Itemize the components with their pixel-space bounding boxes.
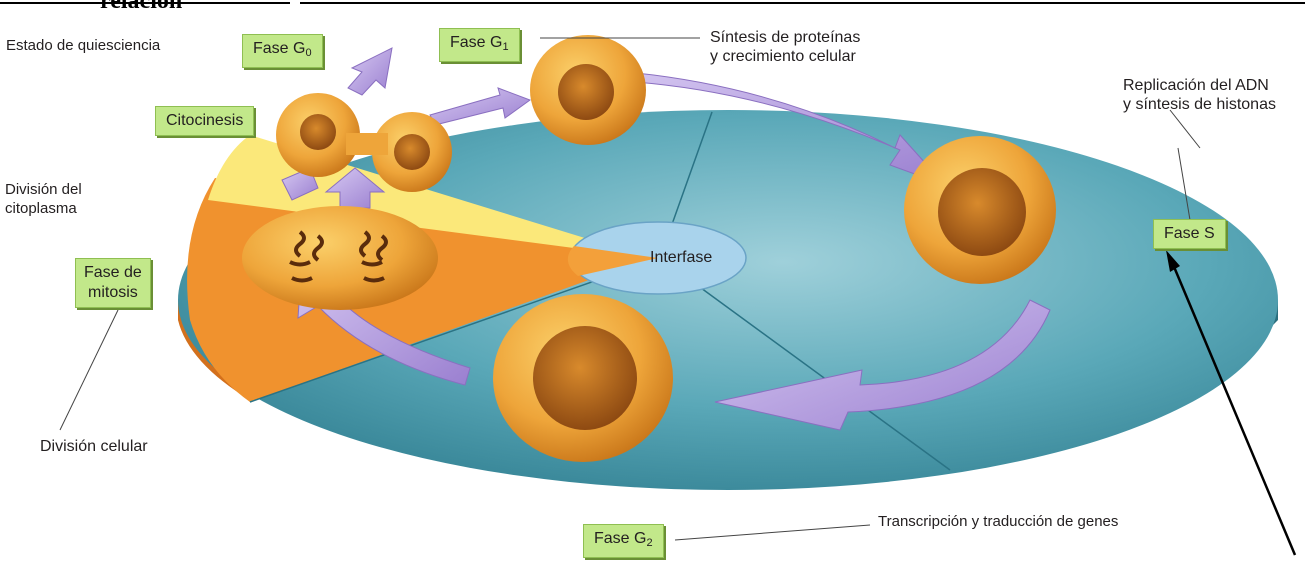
cytoplasm-division-label: División del citoplasma — [5, 180, 82, 218]
phase-g0-sub: 0 — [305, 47, 311, 59]
phase-g1-base: Fase G — [450, 34, 502, 51]
phase-s-tag: Fase S — [1153, 219, 1226, 249]
cell-division-label: División celular — [40, 437, 148, 456]
g1-description: Síntesis de proteínas y crecimiento celu… — [710, 28, 860, 66]
cytokinesis-tag: Citocinesis — [155, 106, 254, 136]
s-cell — [904, 136, 1056, 284]
g2-description: Transcripción y traducción de genes — [878, 512, 1118, 531]
phase-g0-tag: Fase G0 — [242, 34, 323, 68]
phase-mitosis-tag: Fase de mitosis — [75, 258, 151, 308]
phase-g0-base: Fase G — [253, 40, 305, 57]
phase-g2-tag: Fase G2 — [583, 524, 664, 558]
g2-cell — [493, 294, 673, 462]
phase-g1-sub: 1 — [502, 41, 508, 53]
phase-g2-sub: 2 — [646, 537, 652, 549]
interphase-label: Interfase — [650, 248, 712, 267]
phase-g2-base: Fase G — [594, 530, 646, 547]
s-description: Replicación del ADN y síntesis de histon… — [1123, 76, 1276, 114]
g1-cell — [530, 35, 646, 145]
phase-g1-tag: Fase G1 — [439, 28, 520, 62]
mitosis-cell — [242, 206, 438, 310]
quiescence-label: Estado de quiesciencia — [6, 36, 160, 55]
header-partial-word: relación — [100, 0, 182, 15]
